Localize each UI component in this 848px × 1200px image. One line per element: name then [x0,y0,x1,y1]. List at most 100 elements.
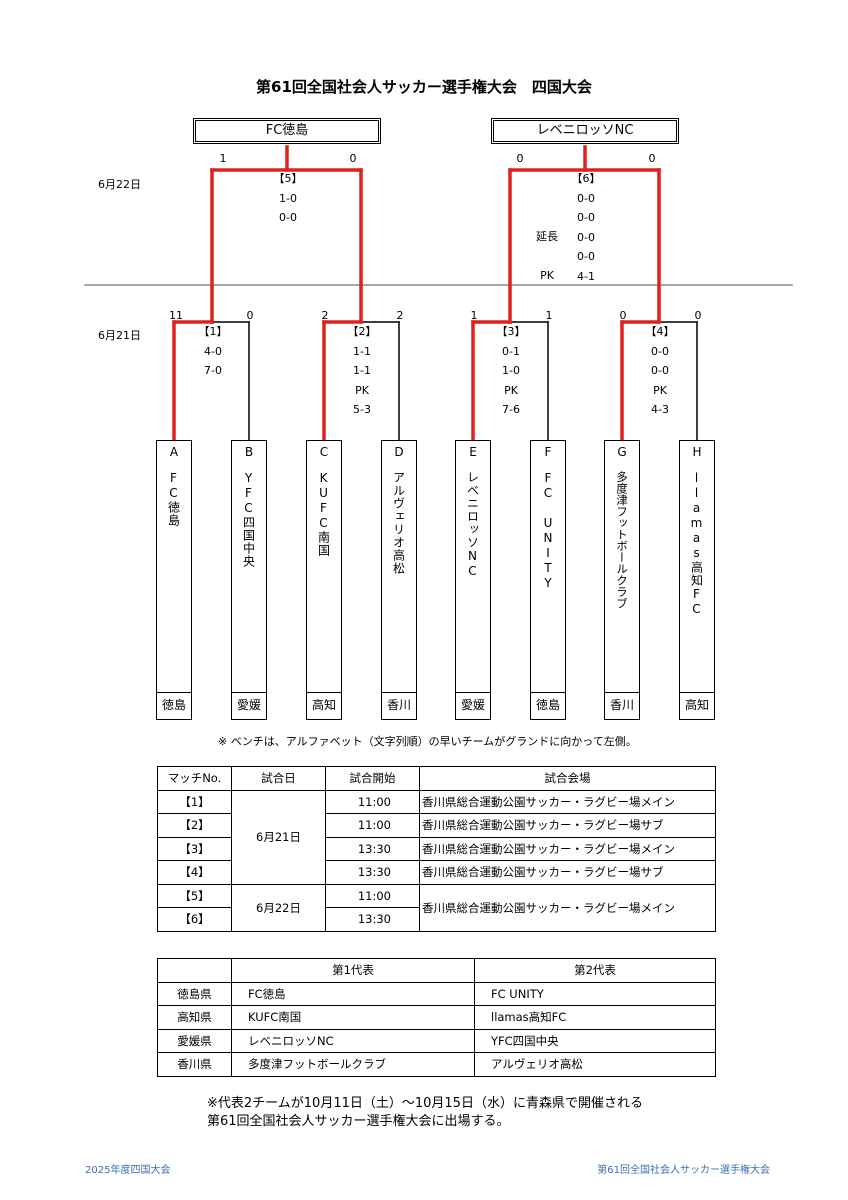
col-start: 試合開始 [325,766,420,791]
team-name: llamas高知FC [689,471,704,617]
rep-first: KUFC南国 [231,1005,475,1030]
team-box-f: F FC UNITY 徳島 [530,440,566,720]
qf2-score-left: 2 [321,309,329,322]
semi5-score-left: 1 [219,152,227,165]
table-row: 【1】 6月21日 11:00 香川県総合運動公園サッカー・ラグビー場メイン [157,789,716,885]
semi5-score-right: 0 [349,152,357,165]
team-letter: B [244,445,254,459]
team-pref: 徳島 [157,692,191,719]
table-row: 徳島県 FC徳島 FC UNITY [157,981,716,1006]
match-venue: 香川県総合運動公園サッカー・ラグビー場サブ [419,860,716,885]
match-date: 6月21日 [231,789,326,885]
qf2-result-4: 5-3 [353,403,371,416]
team-box-d: D アルヴェリオ高松 香川 [381,440,417,720]
semi5-label: 【5】 [273,172,303,185]
qf3-label: 【3】 [496,325,526,338]
qf2-result-2: 1-1 [353,364,371,377]
footer-right: 第61回全国社会人サッカー選手権大会 [597,1165,770,1176]
table-row: 【2】 11:00 香川県総合運動公園サッカー・ラグビー場サブ [157,813,716,838]
qf2-score-right: 2 [396,309,404,322]
qf3-result-4: 7-6 [502,403,520,416]
semi5-results: 【5】 1-0 0-0 [268,169,308,228]
team-name: FC UNITY [541,471,555,591]
col-date: 試合日 [231,766,326,791]
match-no: 【2】 [157,813,232,838]
semi6-note-et: 延長 [536,230,558,243]
qf4-result-2: 0-0 [651,364,669,377]
match-venue: 香川県総合運動公園サッカー・ラグビー場サブ [419,813,716,838]
match-no: 【3】 [157,836,232,861]
final-note-line-1: ※代表2チームが10月11日（土）～10月15日（水）に青森県で開催される [207,1096,643,1111]
match-time: 13:30 [325,860,420,885]
match-no: 【1】 [157,789,232,814]
match-no: 【5】 [157,883,232,908]
rep-pref: 徳島県 [157,981,232,1006]
table-row: 香川県 多度津フットボールクラブ アルヴェリオ高松 [157,1052,716,1077]
qf1-label: 【1】 [198,325,228,338]
rep-second: FC UNITY [474,981,716,1006]
bracket-lines [84,145,793,442]
qf4-score-right: 0 [694,309,702,322]
qf4-result-1: 0-0 [651,344,669,358]
semi6-result-5: 4-1 [577,269,595,283]
qf4-label: 【4】 [645,325,675,338]
team-name: アルヴェリオ高松 [391,471,406,575]
date-day2: 6月22日 [98,178,141,191]
team-name: FC徳島 [166,471,181,527]
match-venue: 香川県総合運動公園サッカー・ラグビー場メイン [419,836,716,861]
table-row: 【5】 6月22日 11:00 香川県総合運動公園サッカー・ラグビー場メイン [157,883,716,932]
table-row: 【6】 13:30 [157,907,716,932]
col-pref [157,958,232,983]
team-letter: G [617,445,627,459]
winner-box-1: FC徳島 [193,118,381,144]
qf4-results: 【4】 0-0 0-0 PK 4-3 [640,322,680,420]
qf3-score-right: 1 [545,309,553,322]
team-box-c: C KUFC南国 高知 [306,440,342,720]
footer-left: 2025年度四国大会 [85,1165,171,1176]
team-name: KUFC南国 [316,471,331,557]
semi6-result-1: 0-0 [577,191,595,205]
rep-pref: 愛媛県 [157,1028,232,1053]
semi6-results: 【6】 0-0 0-0 0-0 0-0 4-1 [566,169,606,286]
table-row: 高知県 KUFC南国 llamas高知FC [157,1005,716,1030]
team-box-h: H llamas高知FC 高知 [679,440,715,720]
team-pref: 高知 [680,692,714,719]
qf3-result-2: 1-0 [502,364,520,377]
match-time: 11:00 [325,883,420,908]
qf3-result-1: 0-1 [502,344,520,358]
team-box-g: G 多度津フットボールクラブ 香川 [604,440,640,720]
rep-second: アルヴェリオ高松 [474,1052,716,1077]
qf1-result-2: 7-0 [204,364,222,377]
table-row: 【3】 13:30 香川県総合運動公園サッカー・ラグビー場メイン [157,836,716,861]
qf4-result-3: PK [653,383,667,397]
qf1-score-right: 0 [246,309,254,322]
bench-note: ※ ベンチは、アルファベット（文字列順）の早いチームがグランドに向かって左側。 [218,735,637,748]
team-name: レベニロッソNC [465,471,480,579]
match-time: 13:30 [325,907,420,932]
qf2-result-1: 1-1 [353,344,371,358]
qf1-result-1: 4-0 [204,344,222,358]
team-box-a: A FC徳島 徳島 [156,440,192,720]
qf1-results: 【1】 4-0 7-0 [193,322,233,381]
match-venue: 香川県総合運動公園サッカー・ラグビー場メイン [419,883,716,932]
team-pref: 徳島 [531,692,565,719]
semi5-result-1: 1-0 [279,191,297,205]
semi6-score-left: 0 [516,152,524,165]
schedule-table: マッチNo. 試合日 試合開始 試合会場 【1】 6月21日 11:00 香川県… [157,766,716,932]
final-note-line-2: 第61回全国社会人サッカー選手権大会に出場する。 [207,1114,510,1129]
rep-first: レベニロッソNC [231,1028,475,1053]
page-title: 第61回全国社会人サッカー選手権大会 四国大会 [256,78,592,96]
schedule-header-row: マッチNo. 試合日 試合開始 試合会場 [157,766,716,791]
semi6-label: 【6】 [571,172,601,185]
match-venue: 香川県総合運動公園サッカー・ラグビー場メイン [419,789,716,814]
team-box-e: E レベニロッソNC 愛媛 [455,440,491,720]
team-pref: 愛媛 [232,692,266,719]
team-pref: 愛媛 [456,692,490,719]
team-name: YFC四国中央 [241,471,256,568]
table-row: 【4】 13:30 香川県総合運動公園サッカー・ラグビー場サブ [157,860,716,885]
team-letter: F [544,445,552,459]
col-venue: 試合会場 [419,766,716,791]
semi6-result-3: 0-0 [577,230,595,244]
team-box-b: B YFC四国中央 愛媛 [231,440,267,720]
semi6-result-2: 0-0 [577,211,595,224]
